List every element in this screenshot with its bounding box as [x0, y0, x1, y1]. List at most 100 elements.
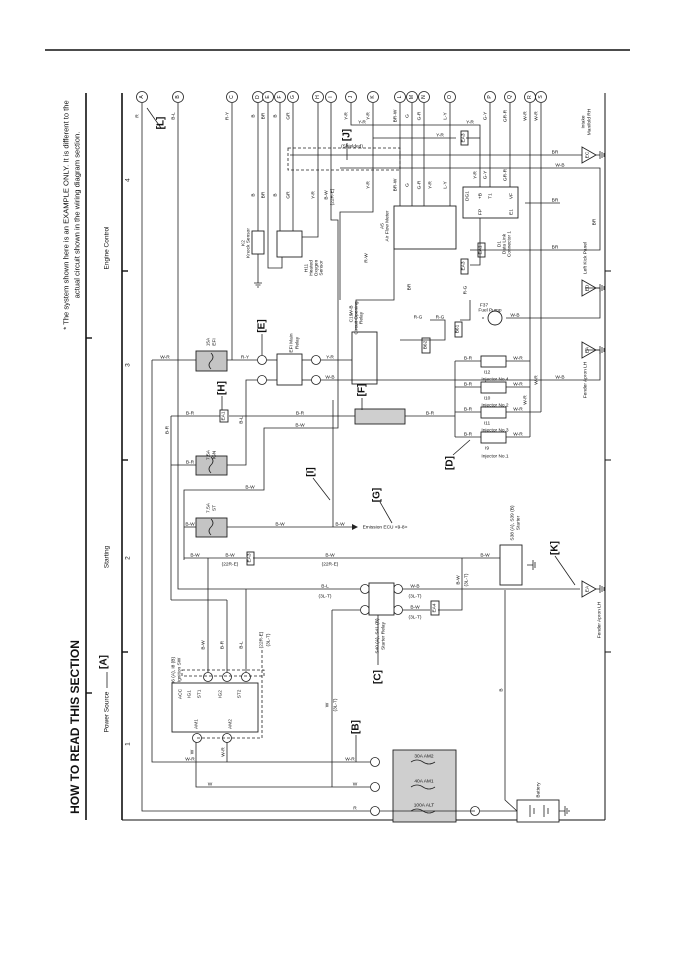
wire-labels-h-33-label: B-L: [321, 584, 329, 590]
wire: [339, 103, 374, 300]
wire-labels-top-11-label: G-R: [417, 111, 423, 120]
wire-labels-top-14-label: GR-R: [503, 109, 509, 122]
components-air-flow-meter-id-label: A5: [380, 223, 386, 229]
wire: [400, 319, 446, 341]
wire: [195, 742, 370, 788]
components-knock-sensor-name-label: Knock Sensor: [246, 228, 252, 258]
wire-labels-mid-13-label: Y-R: [473, 171, 479, 179]
pin-circle: [222, 672, 232, 682]
components-oxygen-sensor-name-1-label: Oxygen: [314, 259, 320, 276]
header-note-1-label: actual circuit shown in the wiring diagr…: [73, 132, 82, 299]
wire-labels-h-70-label: R-G: [463, 285, 469, 294]
junction-b62: [421, 337, 431, 354]
junction-connectors-2-label: EA3: [247, 553, 253, 562]
wire: [183, 103, 339, 560]
fusible-link-icon: [410, 759, 436, 765]
wire: [506, 287, 601, 319]
wire-labels-top-16-label: W-R: [534, 111, 540, 121]
components-injectors-2-name-label: Injector No.3: [481, 428, 509, 434]
wire-labels-mid-15-label: GR-R: [503, 168, 509, 181]
ground-icon: [559, 806, 570, 816]
wire-labels-mid-0-label: B: [251, 193, 257, 196]
connectors-13-label: N: [421, 95, 427, 99]
components-grounds-0-code-label: EC: [585, 151, 591, 158]
wire: [438, 558, 463, 611]
components-ignition-switch-terminals-1-label: IG1: [187, 690, 193, 698]
wire-labels-h-36-label: (3L-T): [408, 594, 421, 600]
callout-leader: [379, 501, 393, 524]
diagram-frame: [45, 49, 630, 821]
wire-labels-top-6-label: GR: [286, 112, 292, 120]
data-link-connector-box: [462, 186, 519, 219]
ignition-switch-linkage: [197, 650, 263, 739]
pin-circle: [257, 355, 267, 365]
wire-labels-mid-6-label: (22R-E): [330, 188, 336, 205]
wire-labels-h-52-label: W-R: [513, 382, 523, 388]
junction-connectors-6-label: B61: [455, 324, 461, 333]
components-efi-main-relay-1-label: Relay: [295, 336, 301, 349]
wire-labels-mid-3-label: GR: [286, 191, 292, 199]
connector-circle-14: [444, 91, 456, 103]
fuses-efi-0-label: 15A: [206, 337, 212, 346]
connector-circle-11: [394, 91, 406, 103]
components-battery-label: Battery: [536, 782, 542, 798]
fuses-ign-0-label: 7.5A: [206, 449, 212, 460]
connectors-17-label: R: [527, 95, 533, 99]
wire-labels-h-27-label: B-W: [190, 553, 200, 559]
wire-labels-h-55-label: W-R: [523, 395, 529, 405]
wire: [177, 103, 360, 590]
wire-labels-h-14-label: Y-R: [326, 355, 334, 361]
shield-connector: [354, 408, 406, 425]
connectors-6-label: G: [290, 95, 296, 99]
junction-connectors-5-label: EA4: [432, 603, 438, 612]
fuse-element-icon: [208, 352, 214, 370]
callouts-J-label: [J]: [342, 129, 353, 141]
components-grounds-1-name-0-label: Left Kick Panel: [583, 242, 589, 274]
wire-labels-h-22-label: B-R: [186, 460, 195, 466]
fusible-link-icon: [410, 784, 436, 790]
components-injectors-1-name-label: Injector No.2: [481, 403, 509, 409]
connector-circle-18: [535, 91, 547, 103]
wire-labels-h-41-label: W: [208, 782, 213, 788]
components-ignition-switch-terminals-2-label: ST1: [197, 689, 203, 698]
wire-labels-h-65-label: (3L-T): [464, 573, 470, 586]
connector-circle-16: [504, 91, 516, 103]
wire-labels-h-37-label: B-W: [410, 605, 420, 611]
wire-labels-h-7-label: W-B: [555, 163, 564, 169]
shielded-wire-outline: [287, 147, 401, 171]
pin-circle: [360, 584, 370, 594]
components-injectors-0-id-label: I12: [484, 370, 491, 376]
connectors-14-label: O: [447, 95, 453, 99]
components-grounds-3-code-label: EA: [585, 585, 591, 592]
wire-labels-top-7-label: Y-R: [344, 112, 350, 120]
components: [106, 91, 605, 823]
wire: [350, 103, 481, 187]
callout-leader: [312, 477, 331, 501]
wire: [340, 167, 601, 251]
wire: [460, 300, 471, 321]
wire: [227, 379, 257, 466]
components-grounds-0-name-0-label: Intake: [581, 115, 587, 128]
wires: [141, 103, 601, 812]
wire-labels-h-5-label: BR: [552, 198, 559, 204]
ground-icon: [254, 280, 262, 288]
wire-labels-h-48-label: B-R: [464, 382, 473, 388]
connectors-11-label: L: [397, 95, 403, 98]
wire-labels-top-9-label: BR-W: [393, 109, 399, 122]
callout-leader: [554, 555, 576, 586]
wire-labels-h-30-label: B-W: [325, 553, 335, 559]
wire-labels-h-43-label: R: [353, 806, 357, 812]
junction-connectors-1-label: EA3: [461, 133, 467, 142]
junction-connectors-3-label: EA3: [461, 261, 467, 270]
junction-connectors-7-label: B62: [423, 340, 429, 349]
wire-labels-h-56-label: W-R: [534, 375, 540, 385]
wire-labels-mid-14-label: G-Y: [483, 170, 489, 179]
wire-labels-h-21-label: B-R: [165, 425, 171, 434]
callouts-K-label: [K]: [550, 541, 561, 555]
ground-icon: [596, 151, 605, 159]
wire-labels-h-44-label: W: [325, 702, 331, 707]
wire-labels-top-15-label: W-R: [523, 111, 529, 121]
components-circuit-opening-relay-name-0-label: Circuit Opening: [354, 301, 360, 334]
wire-labels-h-32-label: B-W: [480, 553, 490, 559]
